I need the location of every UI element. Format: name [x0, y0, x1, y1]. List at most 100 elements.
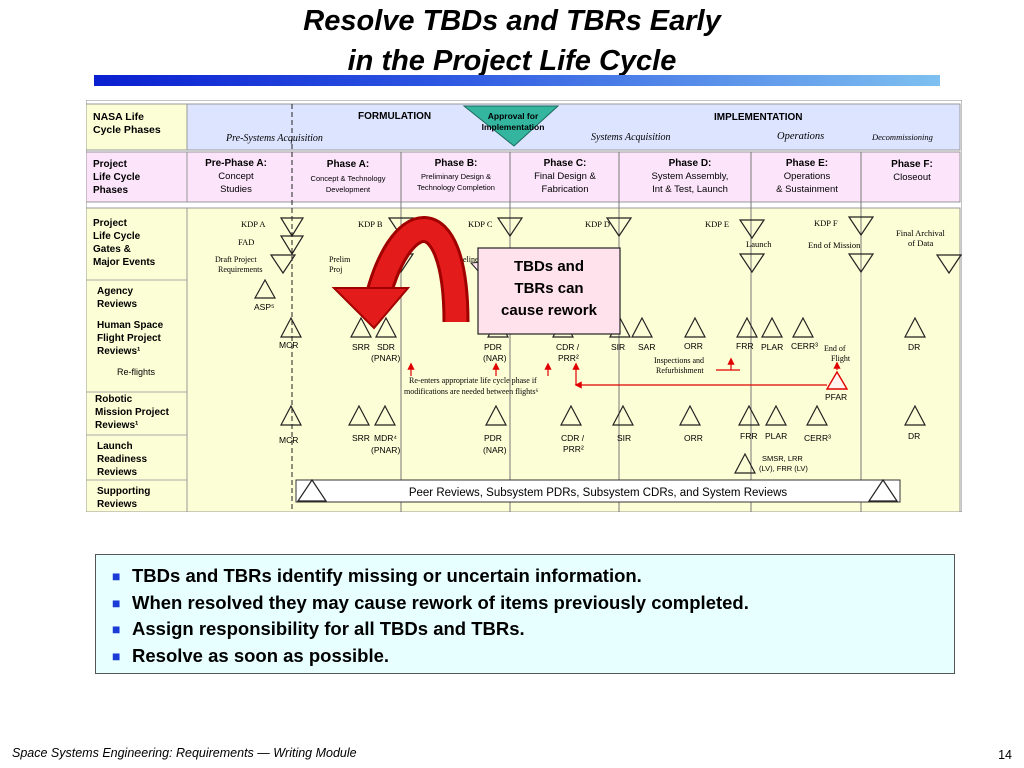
- phase-title: Phase A:: [327, 159, 369, 170]
- footer-text: Space Systems Engineering: Requirements …: [12, 746, 357, 760]
- pdr-label: PDR: [484, 342, 502, 352]
- key-points-list: ■ TBDs and TBRs identify missing or uncer…: [106, 563, 944, 669]
- phase-title: Phase C:: [544, 158, 587, 169]
- phase-title: Pre-Phase A:: [205, 158, 267, 169]
- cerr-label: CERR³: [804, 433, 831, 443]
- draft-req-label-2: Requirements: [218, 265, 262, 274]
- prr-label: PRR²: [558, 353, 579, 363]
- inspections-label-2: Refurbishment: [656, 366, 704, 375]
- phase-title: Phase E:: [786, 158, 828, 169]
- human-label-1: Human Space: [97, 320, 164, 331]
- phase-sub: Preliminary Design &: [421, 172, 491, 181]
- reenter-label-1: Re-enters appropriate life cycle phase i…: [409, 376, 537, 385]
- phase-title: Phase F:: [891, 159, 933, 170]
- phases-label-cell: [86, 151, 188, 203]
- launch-readiness-label-2: Readiness: [97, 454, 147, 465]
- nasa-label-cell: [86, 103, 188, 151]
- bullet-square-icon: ■: [112, 594, 121, 611]
- phases-band: [186, 151, 961, 203]
- robotic-label-1: Robotic: [95, 394, 133, 405]
- page-number: 14: [998, 748, 1012, 762]
- plar-label: PLAR: [765, 431, 787, 441]
- prelim-label-1: Prelim: [329, 255, 351, 264]
- cerr-label: CERR³: [791, 341, 818, 351]
- key-point-text: Assign responsibility for all TBDs and T…: [132, 618, 525, 639]
- pnar-label: (PNAR): [371, 353, 400, 363]
- phase-title: Phase D:: [669, 158, 712, 169]
- bullet-square-icon: ■: [112, 568, 121, 584]
- frr-label: FRR: [740, 431, 757, 441]
- key-point: ■ TBDs and TBRs identify missing or uncer…: [106, 563, 944, 590]
- gates-label-4: Major Events: [93, 257, 156, 268]
- phases-label-2: Life Cycle: [93, 172, 141, 183]
- fad-label: FAD: [238, 237, 254, 247]
- end-of-flight-label-2: Flight: [831, 354, 851, 363]
- header-band: [186, 103, 961, 151]
- orr-label: ORR: [684, 433, 703, 443]
- supporting-label-2: Reviews: [97, 499, 137, 510]
- sdr-label: SDR: [377, 342, 395, 352]
- callout-line-1: TBDs and: [514, 258, 584, 275]
- phase-sub: Fabrication: [542, 184, 589, 195]
- end-of-flight-label-1: End of: [824, 344, 846, 353]
- rework-arrow-body: [365, 219, 467, 323]
- rework-callout: [477, 247, 621, 335]
- phases-label-1: Project: [93, 159, 128, 170]
- phase-sub: System Assembly,: [652, 171, 729, 182]
- final-archival-label-2: of Data: [908, 238, 933, 248]
- phase-sub: Concept & Technology: [311, 174, 386, 183]
- nar-label: (NAR): [483, 353, 507, 363]
- phase-sub: Studies: [220, 184, 252, 195]
- robotic-label-2: Mission Project: [95, 407, 170, 418]
- key-point-text: Resolve as soon as possible.: [132, 644, 390, 666]
- phases-label-3: Phases: [93, 185, 128, 196]
- srr-label: SRR: [352, 342, 370, 352]
- bullet-square-icon: ■: [112, 647, 121, 664]
- phase-sub: & Sustainment: [776, 184, 838, 195]
- formulation-label: FORMULATION: [358, 111, 431, 122]
- approval-label-1: Approval for: [488, 111, 539, 121]
- sir-label: SIR: [611, 342, 625, 352]
- kdp-label: KDP F: [814, 218, 838, 228]
- kdp-label: KDP C: [468, 219, 493, 229]
- phase-sub: Closeout: [893, 172, 931, 183]
- rework-arrow-head: [331, 287, 411, 330]
- supporting-triangle-left: [296, 478, 328, 502]
- life-cycle-diagram: NASA Life Cycle Phases FORMULATION IMPLE…: [86, 100, 962, 512]
- asp-label: ASP⁵: [254, 302, 275, 312]
- human-label-3: Reviews¹: [97, 346, 141, 357]
- phase-sub: Operations: [784, 171, 831, 182]
- nar-label: (NAR): [483, 445, 507, 455]
- approval-triangle: [462, 105, 560, 147]
- srr-label: SRR: [352, 433, 370, 443]
- dr-label: DR: [908, 431, 920, 441]
- smsr-label-2: (LV), FRR (LV): [759, 464, 808, 473]
- decommissioning-label: Decommissioning: [871, 132, 933, 142]
- phase-sub: Int & Test, Launch: [652, 184, 728, 195]
- callout-line-2: TBRs can: [514, 280, 583, 297]
- gates-label-1: Project: [93, 218, 128, 229]
- phase-title: Phase B:: [435, 158, 478, 169]
- orr-label: ORR: [684, 341, 703, 351]
- kdp-label: KDP A: [241, 219, 266, 229]
- phase-sub: Development: [326, 185, 371, 194]
- approval-label-2: Implementation: [482, 122, 545, 132]
- robotic-label-3: Reviews¹: [95, 420, 139, 431]
- pfar-triangle: [825, 370, 849, 390]
- reflights-label: Re-flights: [117, 367, 156, 377]
- reentry-arrows: [407, 357, 841, 389]
- final-archival-label-1: Final Archival: [896, 228, 946, 238]
- agency-label-1: Agency: [97, 286, 134, 297]
- prelim-label-2: Proj: [329, 265, 342, 274]
- mcr-label: MCR: [279, 340, 298, 350]
- reenter-label-2: modifications are needed between flights…: [404, 387, 539, 396]
- smsr-label-1: SMSR, LRR: [762, 454, 803, 463]
- key-point-text: When resolved they may cause rework of i…: [132, 591, 749, 613]
- mcr-label: MCR: [279, 435, 298, 445]
- key-point-text: TBDs and TBRs identify missing or uncert…: [132, 565, 642, 586]
- supporting-reviews-bar: [295, 479, 901, 503]
- nasa-label-1: NASA Life: [93, 111, 144, 123]
- key-points-box: ■ TBDs and TBRs identify missing or uncer…: [95, 554, 955, 674]
- pdr-label: PDR: [484, 433, 502, 443]
- phase-titles: Pre-Phase A: Concept Studies Phase A: Co…: [205, 158, 933, 195]
